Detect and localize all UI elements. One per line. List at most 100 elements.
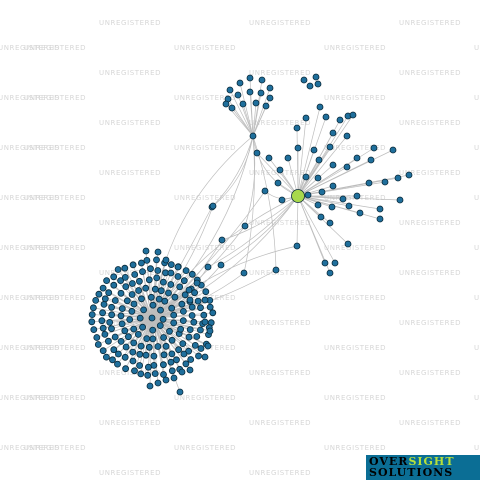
graph-node[interactable]: [131, 367, 138, 375]
graph-node[interactable]: [134, 330, 142, 338]
graph-node[interactable]: [331, 259, 339, 267]
graph-node[interactable]: [201, 353, 209, 361]
graph-node[interactable]: [103, 353, 110, 361]
graph-node[interactable]: [284, 154, 292, 162]
graph-node[interactable]: [149, 326, 157, 334]
graph-node[interactable]: [252, 99, 260, 107]
graph-node[interactable]: [180, 277, 188, 285]
graph-node[interactable]: [356, 209, 364, 217]
graph-node[interactable]: [111, 297, 119, 304]
graph-node[interactable]: [196, 326, 204, 334]
graph-node[interactable]: [376, 205, 384, 213]
graph-node[interactable]: [197, 304, 204, 312]
graph-node[interactable]: [135, 287, 143, 294]
graph-node[interactable]: [124, 333, 132, 341]
graph-node[interactable]: [136, 362, 144, 369]
graph-node[interactable]: [160, 334, 168, 341]
graph-node[interactable]: [145, 276, 153, 284]
graph-node[interactable]: [218, 236, 226, 244]
graph-node[interactable]: [326, 269, 334, 277]
graph-node[interactable]: [343, 163, 351, 171]
graph-node[interactable]: [130, 300, 138, 308]
graph-node[interactable]: [167, 269, 175, 277]
graph-node[interactable]: [314, 174, 322, 182]
graph-node[interactable]: [115, 350, 122, 358]
graph-node[interactable]: [353, 154, 361, 162]
graph-node[interactable]: [193, 333, 201, 340]
graph-node[interactable]: [257, 89, 265, 97]
graph-node[interactable]: [149, 335, 157, 343]
graph-node[interactable]: [276, 166, 284, 174]
graph-node[interactable]: [168, 336, 176, 344]
graph-node[interactable]: [136, 314, 144, 322]
graph-node[interactable]: [209, 309, 217, 317]
graph-node[interactable]: [144, 363, 152, 371]
graph-node[interactable]: [110, 273, 118, 281]
graph-node[interactable]: [322, 113, 330, 121]
graph-node[interactable]: [262, 102, 270, 110]
graph-node[interactable]: [99, 324, 107, 332]
graph-node[interactable]: [194, 297, 202, 305]
graph-node[interactable]: [326, 143, 334, 151]
graph-node[interactable]: [300, 76, 308, 84]
graph-node[interactable]: [101, 295, 109, 303]
graph-node[interactable]: [137, 370, 145, 378]
graph-node[interactable]: [370, 144, 378, 152]
graph-node[interactable]: [121, 327, 129, 335]
graph-node[interactable]: [166, 327, 173, 335]
graph-node[interactable]: [343, 132, 351, 140]
graph-node[interactable]: [314, 80, 322, 88]
graph-node[interactable]: [147, 265, 154, 273]
graph-node[interactable]: [167, 358, 175, 366]
graph-node[interactable]: [234, 91, 242, 99]
graph-node[interactable]: [405, 171, 413, 179]
graph-node[interactable]: [394, 174, 402, 182]
graph-node[interactable]: [376, 215, 384, 223]
graph-node[interactable]: [294, 144, 302, 152]
graph-node[interactable]: [345, 202, 353, 210]
graph-node[interactable]: [367, 156, 375, 164]
graph-node[interactable]: [118, 320, 126, 328]
graph-node[interactable]: [186, 366, 194, 374]
graph-node[interactable]: [159, 278, 167, 286]
graph-node[interactable]: [160, 371, 167, 378]
graph-node[interactable]: [153, 274, 161, 282]
graph-node[interactable]: [167, 281, 175, 288]
graph-node[interactable]: [153, 256, 160, 264]
graph-node[interactable]: [236, 79, 244, 87]
graph-node[interactable]: [188, 312, 196, 319]
graph-node[interactable]: [108, 311, 116, 319]
graph-node[interactable]: [99, 309, 106, 317]
graph-node[interactable]: [266, 94, 274, 102]
graph-node[interactable]: [88, 311, 96, 319]
graph-node[interactable]: [114, 266, 122, 273]
graph-node[interactable]: [317, 213, 325, 221]
graph-node[interactable]: [128, 307, 136, 315]
graph-node[interactable]: [249, 132, 257, 140]
graph-node[interactable]: [241, 222, 249, 230]
graph-node[interactable]: [176, 388, 184, 396]
graph-node[interactable]: [293, 242, 301, 250]
graph-node[interactable]: [95, 290, 103, 298]
graph-node[interactable]: [206, 303, 214, 311]
graph-node[interactable]: [329, 129, 337, 137]
graph-node[interactable]: [365, 179, 373, 187]
graph-node[interactable]: [201, 296, 209, 304]
graph-node[interactable]: [93, 334, 101, 341]
graph-node[interactable]: [302, 114, 310, 122]
graph-node[interactable]: [105, 289, 113, 297]
graph-node[interactable]: [88, 318, 96, 326]
graph-node[interactable]: [239, 100, 247, 108]
graph-node[interactable]: [272, 266, 280, 274]
graph-node[interactable]: [310, 146, 318, 154]
graph-node[interactable]: [143, 256, 151, 264]
graph-node[interactable]: [106, 318, 114, 326]
graph-node[interactable]: [339, 195, 347, 203]
graph-node[interactable]: [121, 264, 129, 272]
graph-node[interactable]: [92, 296, 100, 304]
graph-node[interactable]: [99, 284, 107, 292]
graph-node[interactable]: [202, 288, 210, 296]
graph-node[interactable]: [278, 196, 286, 204]
graph-node[interactable]: [147, 293, 155, 301]
graph-node[interactable]: [171, 293, 179, 301]
